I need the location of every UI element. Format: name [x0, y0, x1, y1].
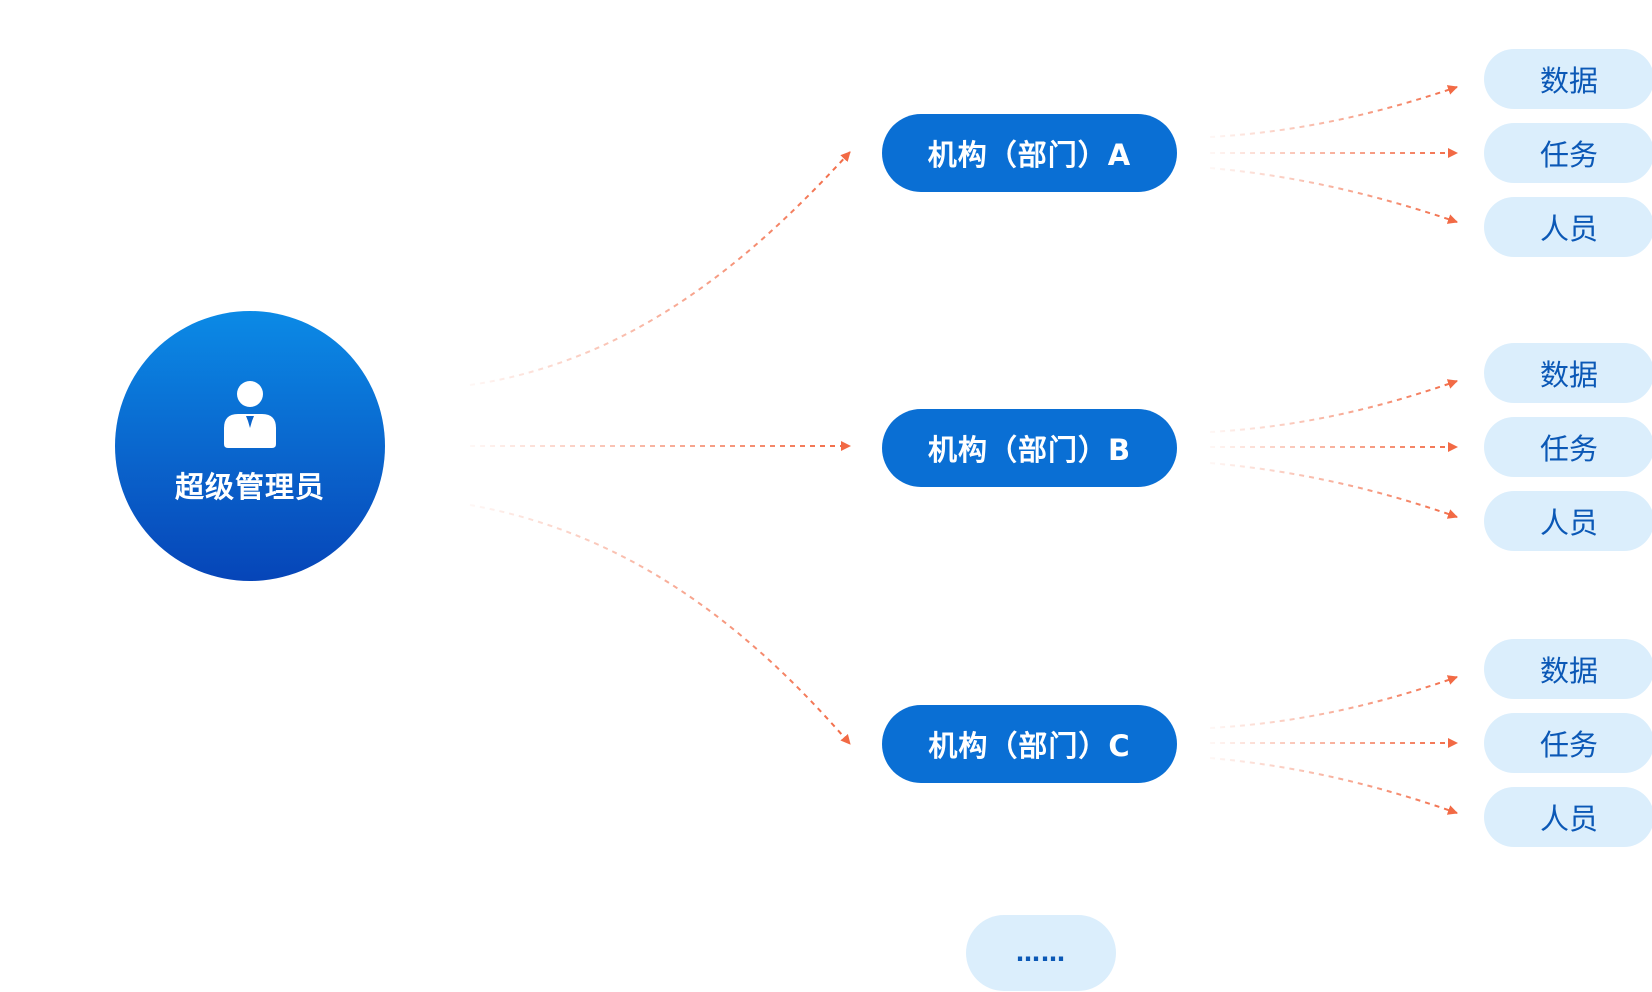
leaf-org-a-staff[interactable]: 人员 — [1484, 197, 1652, 257]
super-admin-node: 超级管理员 — [115, 311, 385, 581]
org-node-b[interactable]: 机构（部门）B — [882, 409, 1177, 487]
connector-org-a-to-data — [1209, 85, 1458, 138]
connector-org-c-to-data — [1209, 675, 1458, 729]
connector-root-to-org-c — [469, 504, 851, 745]
connector-org-b-to-staff — [1209, 462, 1458, 519]
leaf-org-a-data[interactable]: 数据 — [1484, 49, 1652, 109]
connector-org-b-to-data — [1209, 379, 1458, 433]
org-node-a[interactable]: 机构（部门）A — [882, 114, 1177, 192]
leaf-org-c-task[interactable]: 任务 — [1484, 713, 1652, 773]
org-node-c[interactable]: 机构（部门）C — [882, 705, 1177, 783]
leaf-org-b-data[interactable]: 数据 — [1484, 343, 1652, 403]
leaf-org-a-task[interactable]: 任务 — [1484, 123, 1652, 183]
super-admin-label: 超级管理员 — [174, 470, 325, 504]
leaf-org-b-task[interactable]: 任务 — [1484, 417, 1652, 477]
more-orgs-placeholder[interactable]: …… — [966, 915, 1116, 991]
connector-org-c-to-staff — [1209, 757, 1458, 815]
leaf-org-c-staff[interactable]: 人员 — [1484, 787, 1652, 847]
connector-root-to-org-a — [469, 151, 851, 386]
admin-user-icon — [224, 381, 276, 448]
connector-org-a-to-staff — [1209, 167, 1458, 224]
leaf-org-b-staff[interactable]: 人员 — [1484, 491, 1652, 551]
leaf-org-c-data[interactable]: 数据 — [1484, 639, 1652, 699]
